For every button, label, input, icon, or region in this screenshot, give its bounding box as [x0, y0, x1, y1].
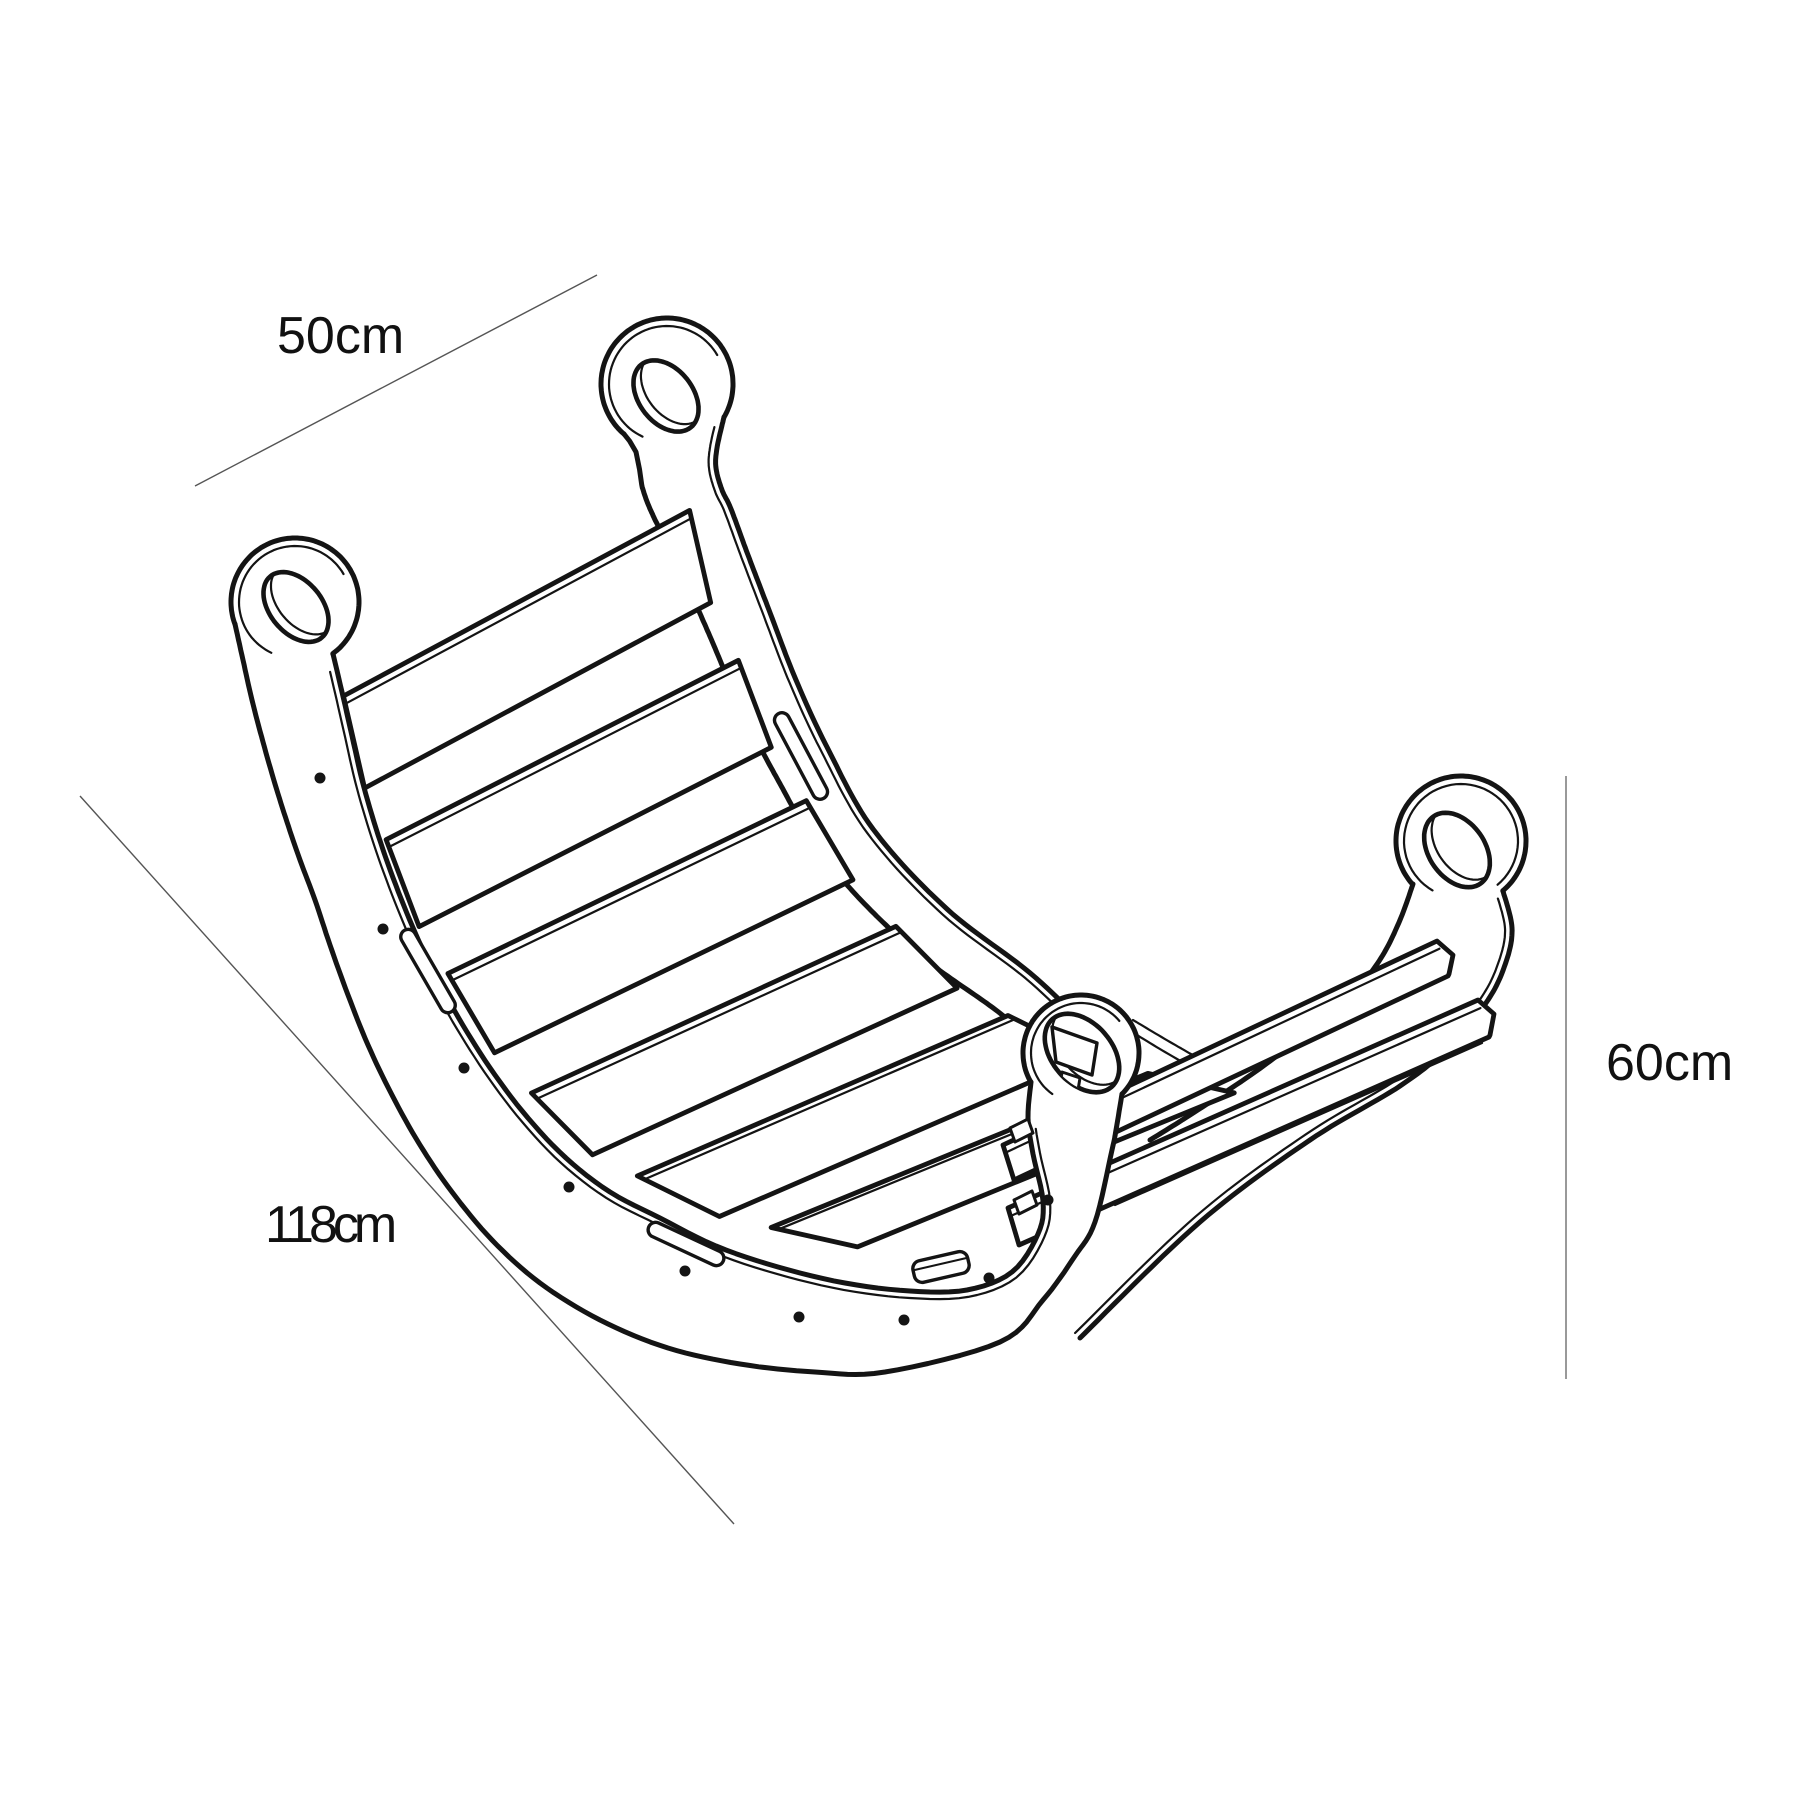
svg-text:118cm: 118cm [265, 1196, 394, 1254]
svg-text:50cm: 50cm [277, 307, 404, 365]
svg-text:60cm: 60cm [1606, 1034, 1733, 1092]
